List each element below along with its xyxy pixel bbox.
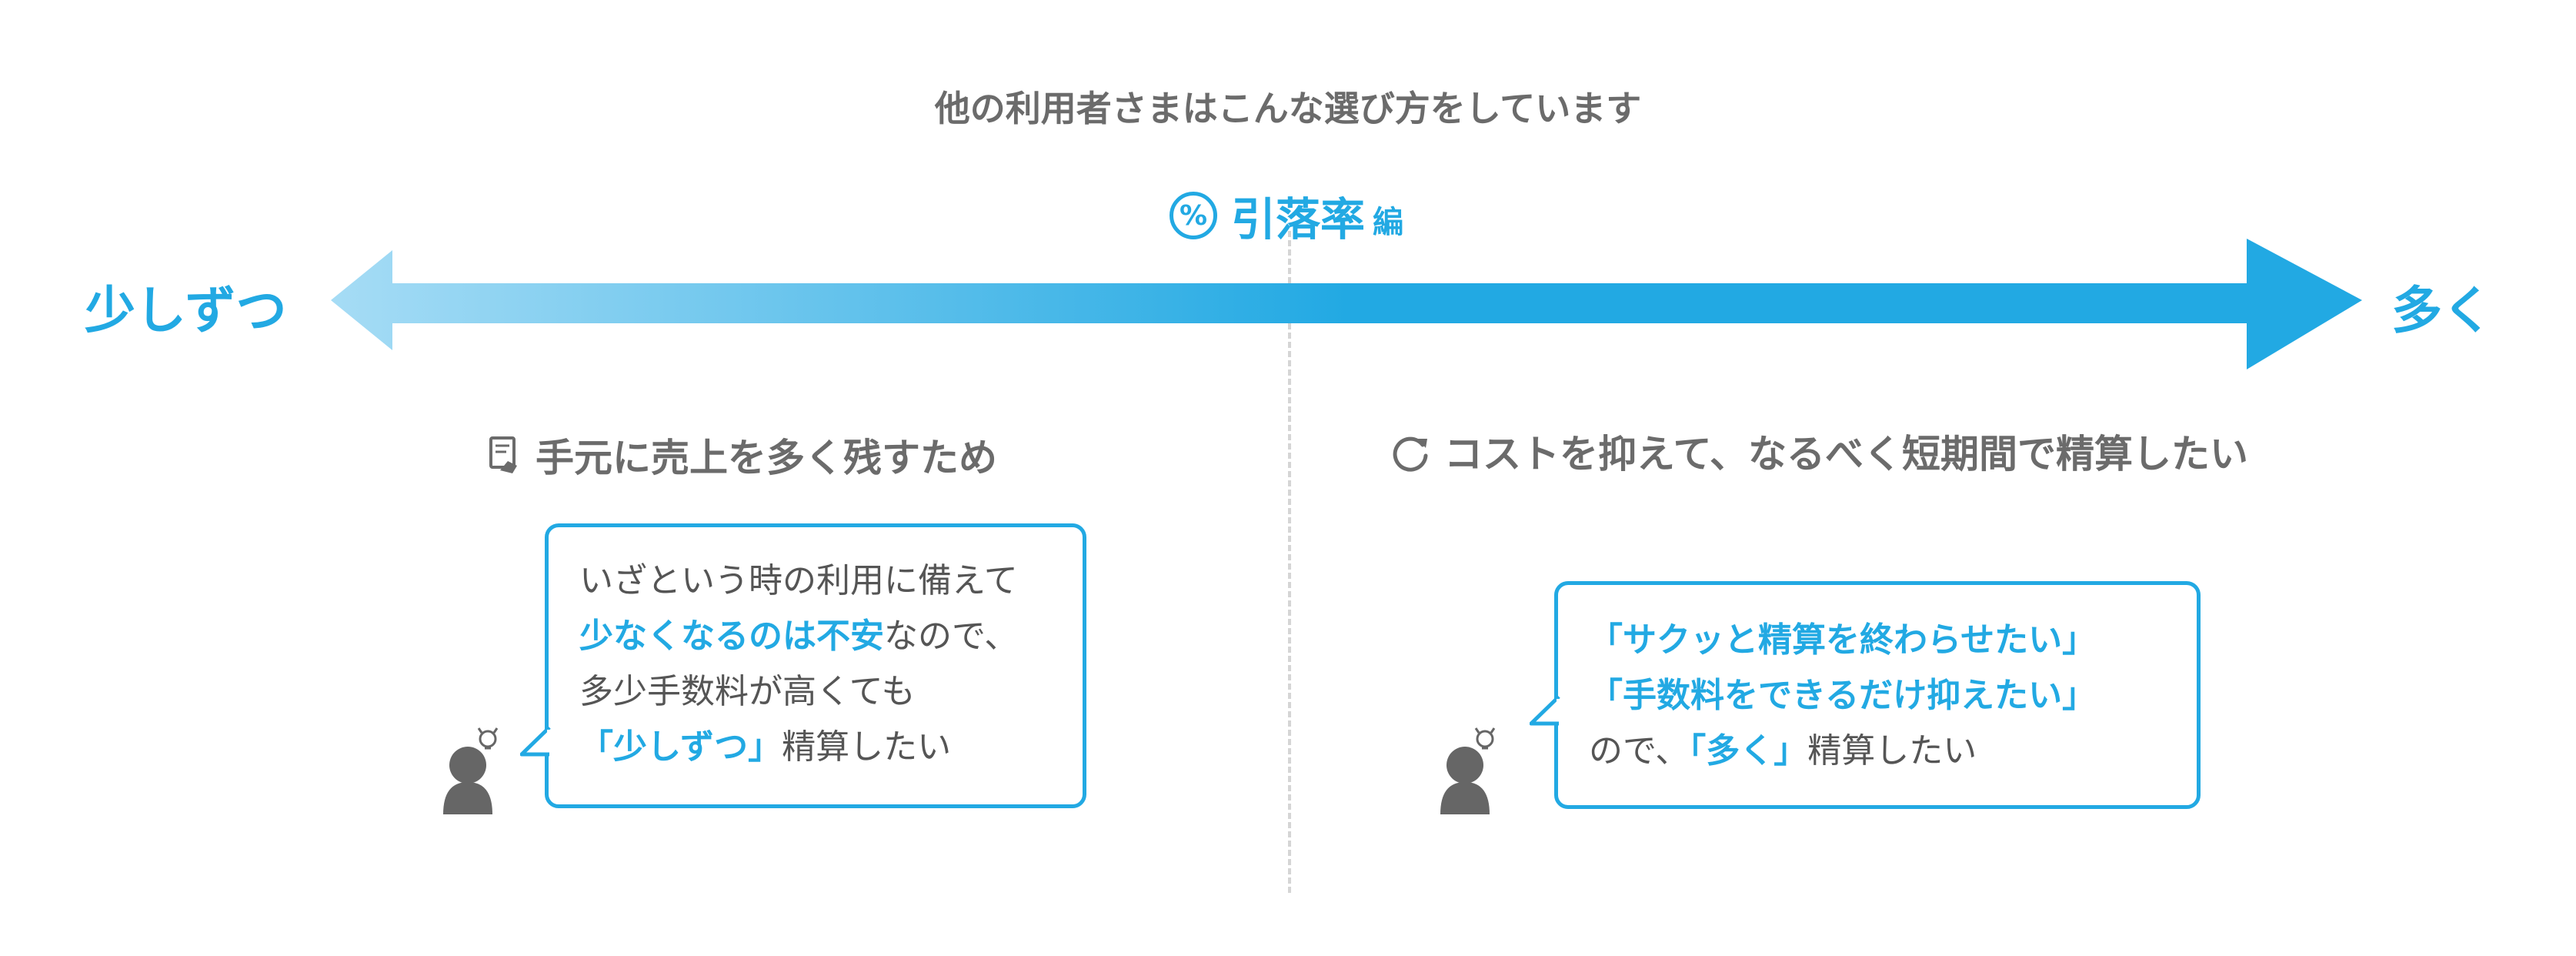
bubble-line: いざという時の利用に備えて bbox=[579, 561, 1018, 600]
bubble-text: 精算したい bbox=[1807, 731, 1977, 770]
arrow-shape bbox=[331, 239, 2362, 369]
topic-title: 引落率 bbox=[1231, 193, 1366, 246]
right-speech-bubble: 「サクッと精算を終わらせたい」 「手数料をできるだけ抑えたい」 ので、「多く」精… bbox=[1554, 581, 2201, 809]
bubble-text: なので、 bbox=[884, 617, 1019, 656]
left-heading-text: 手元に売上を多く残すため bbox=[536, 436, 997, 480]
bubble-line: 少なくなるのは不安なので、 bbox=[579, 609, 1052, 664]
bubble-highlight: 少なくなるのは不安 bbox=[579, 617, 884, 656]
axis-arrow bbox=[331, 239, 2362, 369]
bubble-line: 「少しずつ」精算したい bbox=[579, 720, 1052, 775]
bubble-line: 多少手数料が高くても bbox=[579, 672, 916, 711]
right-heading: コストを抑えて、なるべく短期間で精算したい bbox=[1389, 423, 2248, 479]
bubble-line: 「手数料をできるだけ抑えたい」 bbox=[1589, 668, 2166, 724]
bubble-highlight: 「多く」 bbox=[1689, 731, 1808, 770]
refresh-arrow-icon bbox=[1393, 436, 1428, 472]
bubble-text: 精算したい bbox=[782, 727, 952, 767]
left-bubble-tail bbox=[520, 726, 551, 757]
left-heading: 手元に売上を多く残すため bbox=[485, 427, 997, 483]
percent-circle-icon: % bbox=[1170, 192, 1217, 239]
page-title: 他の利用者さまはこんな選び方をしています bbox=[934, 88, 1642, 129]
bubble-line: ので、「多く」精算したい bbox=[1589, 724, 2166, 779]
left-speech-bubble: いざという時の利用に備えて 少なくなるのは不安なので、 多少手数料が高くても 「… bbox=[545, 523, 1086, 808]
right-bubble-tail bbox=[1530, 695, 1560, 726]
bubble-highlight: 「少しずつ」 bbox=[579, 727, 782, 767]
bubble-highlight: 「手数料をできるだけ抑えたい」 bbox=[1589, 676, 2097, 715]
person-thinking-icon bbox=[443, 727, 499, 814]
topic-suffix: 編 bbox=[1373, 205, 1404, 240]
person-thinking-icon bbox=[1440, 727, 1496, 814]
topic-label: % 引落率 編 bbox=[1170, 185, 1403, 246]
bubble-line: 「サクッと精算を終わらせたい」 bbox=[1589, 613, 2166, 668]
axis-left-label: 少しずつ bbox=[85, 281, 287, 340]
bubble-highlight: 「サクッと精算を終わらせたい」 bbox=[1589, 620, 2097, 660]
right-heading-text: コストを抑えて、なるべく短期間で精算したい bbox=[1444, 432, 2248, 476]
center-divider bbox=[1288, 231, 1291, 893]
bubble-text: ので、 bbox=[1589, 731, 1690, 770]
axis-right-label: 多く bbox=[2391, 281, 2493, 340]
receipt-hand-icon bbox=[489, 436, 517, 473]
